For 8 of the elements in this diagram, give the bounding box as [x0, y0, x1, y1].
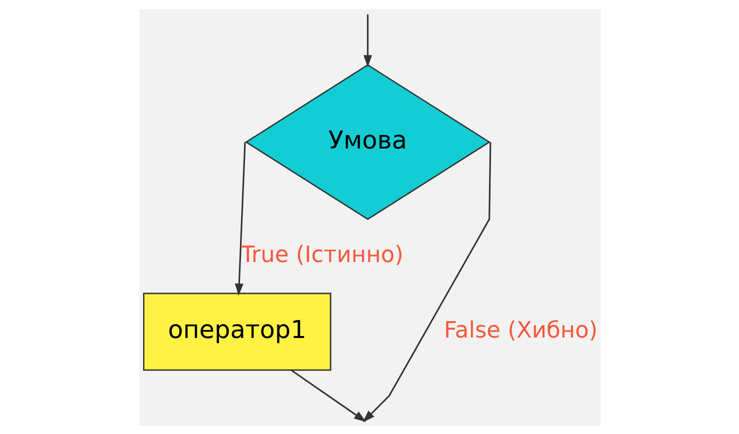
node-diamond: Умова	[244, 64, 490, 220]
edge-label: True (Істинно)	[240, 241, 403, 268]
node-box: оператор1	[142, 292, 331, 370]
arrow	[234, 142, 246, 296]
arrow	[362, 142, 491, 422]
arrow	[290, 368, 366, 422]
arrow	[362, 14, 372, 67]
edge-label: False (Хибно)	[444, 316, 598, 343]
